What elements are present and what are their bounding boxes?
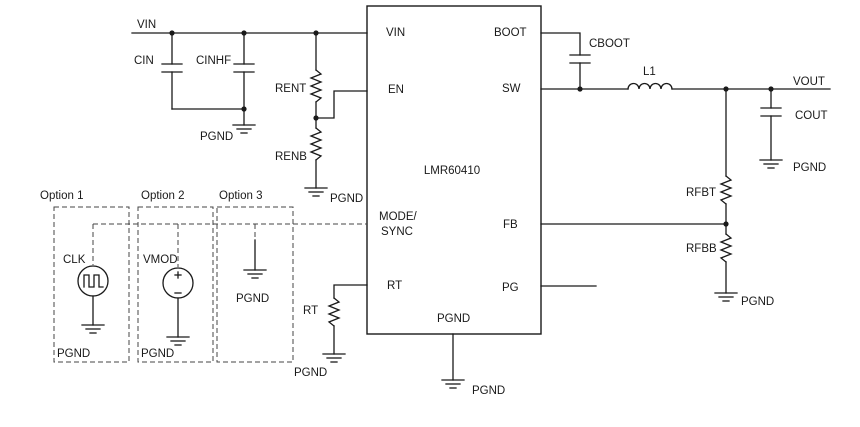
pin-en-label: EN (388, 84, 404, 96)
vin-net-label: VIN (137, 19, 156, 31)
cinhf-label: CINHF (196, 55, 231, 67)
option2-pgnd-label: PGND (141, 348, 174, 360)
cout-capacitor: COUT PGND (759, 88, 828, 174)
rfbb-label: RFBB (686, 243, 717, 255)
vout-net-label: VOUT (793, 76, 825, 88)
option1-clock-source: Option 1 CLK PGND (40, 190, 130, 363)
enable-pgnd-label: PGND (330, 193, 363, 205)
option3-pgnd-label: PGND (236, 293, 269, 305)
input-ground-symbol: PGND (200, 124, 256, 143)
option3-ground-tie: Option 3 PGND (216, 190, 294, 363)
feedback-divider: RFBT RFBB PGND (540, 88, 774, 308)
option2-label: Option 2 (141, 190, 184, 202)
cout-pgnd-label: PGND (793, 162, 826, 174)
pin-sync-label: SYNC (381, 226, 413, 238)
pin-vin-label: VIN (386, 27, 405, 39)
output-stage: L1 VOUT (540, 66, 831, 92)
ic-name: LMR60410 (424, 165, 480, 177)
cboot-capacitor: CBOOT (540, 32, 630, 92)
rt-pgnd-label: PGND (294, 367, 327, 379)
option2-voltage-source: Option 2 VMOD PGND (137, 190, 214, 363)
cboot-label: CBOOT (589, 38, 630, 50)
vmod-label: VMOD (143, 254, 178, 266)
clock-source-icon (77, 265, 109, 297)
rt-resistor: RT PGND (294, 284, 368, 379)
ic-body (366, 5, 542, 335)
pin-pg-label: PG (502, 282, 519, 294)
pin-mode-label: MODE/ (379, 211, 418, 223)
pin-pgnd-label: PGND (437, 313, 470, 325)
renb-label: RENB (275, 151, 307, 163)
vin-net: VIN (131, 19, 368, 36)
feedback-pgnd-label: PGND (741, 296, 774, 308)
option1-label: Option 1 (40, 190, 83, 202)
cin-capacitor: CIN (134, 32, 245, 110)
rfbt-label: RFBT (686, 187, 716, 199)
pin-sw-label: SW (502, 83, 521, 95)
ic-pgnd-label: PGND (472, 385, 505, 397)
input-pgnd-label: PGND (200, 131, 233, 143)
pin-fb-label: FB (503, 219, 518, 231)
rent-label: RENT (275, 83, 306, 95)
pin-boot-label: BOOT (494, 27, 527, 39)
rt-label: RT (303, 305, 318, 317)
option3-label: Option 3 (219, 190, 262, 202)
l1-label: L1 (643, 66, 656, 78)
option1-pgnd-label: PGND (57, 348, 90, 360)
cin-label: CIN (134, 55, 154, 67)
ic-ground: PGND (441, 333, 505, 397)
cinhf-capacitor: CINHF (196, 32, 255, 126)
clk-label: CLK (63, 254, 86, 266)
pin-rt-label: RT (387, 280, 402, 292)
cout-label: COUT (795, 110, 828, 122)
enable-divider: RENT RENB PGND (275, 32, 368, 205)
